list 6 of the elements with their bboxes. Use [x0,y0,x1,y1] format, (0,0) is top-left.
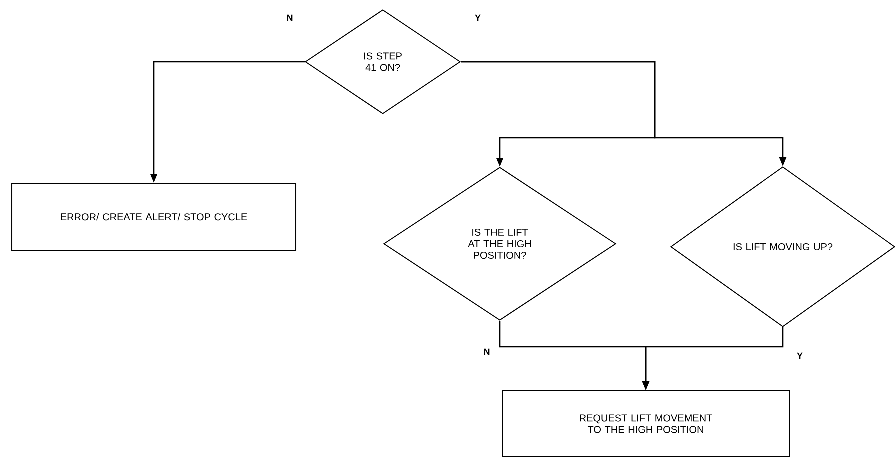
process-box: ERROR/ CREATE ALERT/ STOP CYCLE [12,183,296,251]
edge-label: Y [796,352,804,360]
edge-label: Y [474,14,482,22]
process-box: REQUEST LIFT MOVEMENT TO THE HIGH POSITION [502,390,790,458]
edge-label: N [482,348,492,356]
edge-label: N [286,14,294,22]
